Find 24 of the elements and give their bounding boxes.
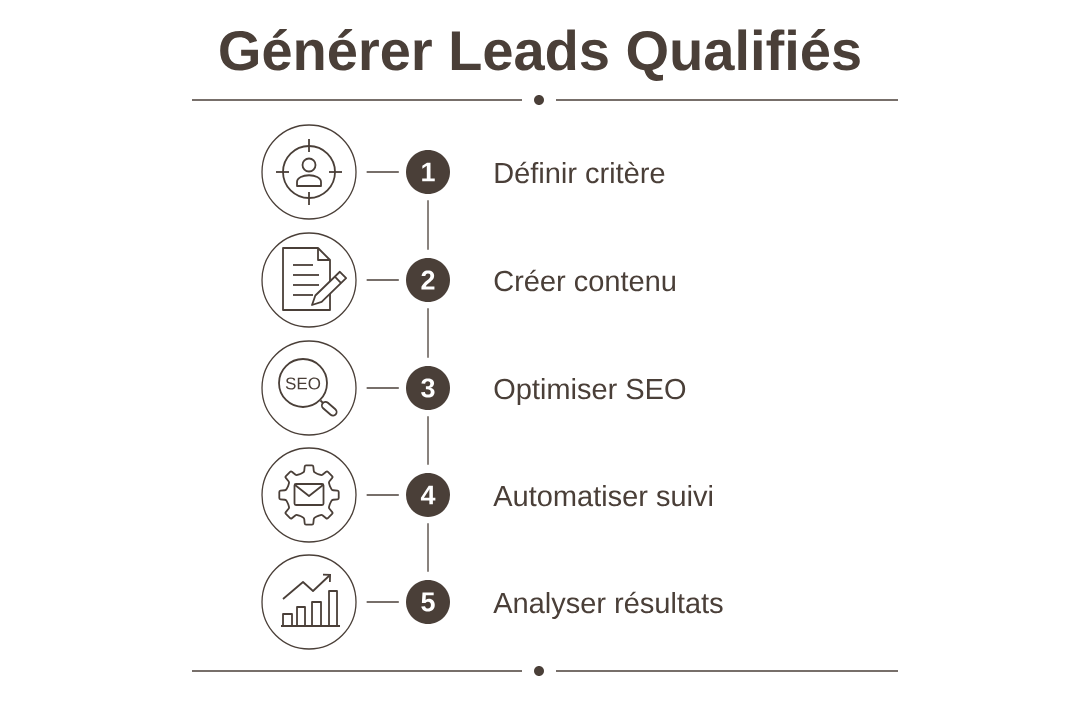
connector-line: [427, 522, 429, 573]
connector-line: [366, 171, 400, 173]
title: Générer Leads Qualifiés: [220, 28, 860, 81]
step-number: 2: [406, 258, 450, 302]
step-number: 5: [406, 580, 450, 624]
icon-circle: [261, 124, 357, 220]
step-label: Optimiser SEO: [494, 378, 686, 405]
connector-line: [427, 307, 429, 359]
step-label: Automatiser suivi: [493, 485, 712, 507]
connector-line: [366, 494, 400, 496]
icon-circle: [261, 447, 357, 543]
step-number: 3: [406, 366, 450, 410]
connector-line: [366, 601, 400, 603]
step-number: 4: [406, 473, 450, 517]
step-number: 1: [406, 150, 450, 194]
connector-line: [427, 415, 429, 466]
connector-line: [366, 387, 400, 389]
step-label: Créer contenu: [494, 269, 675, 292]
step-label: Analyser résultats: [493, 591, 723, 619]
icon-circle: [261, 232, 357, 328]
connector-line: [427, 199, 429, 251]
connector-line: [366, 279, 400, 281]
icon-circle: [261, 554, 357, 650]
step-label: Définir critère: [495, 161, 665, 184]
